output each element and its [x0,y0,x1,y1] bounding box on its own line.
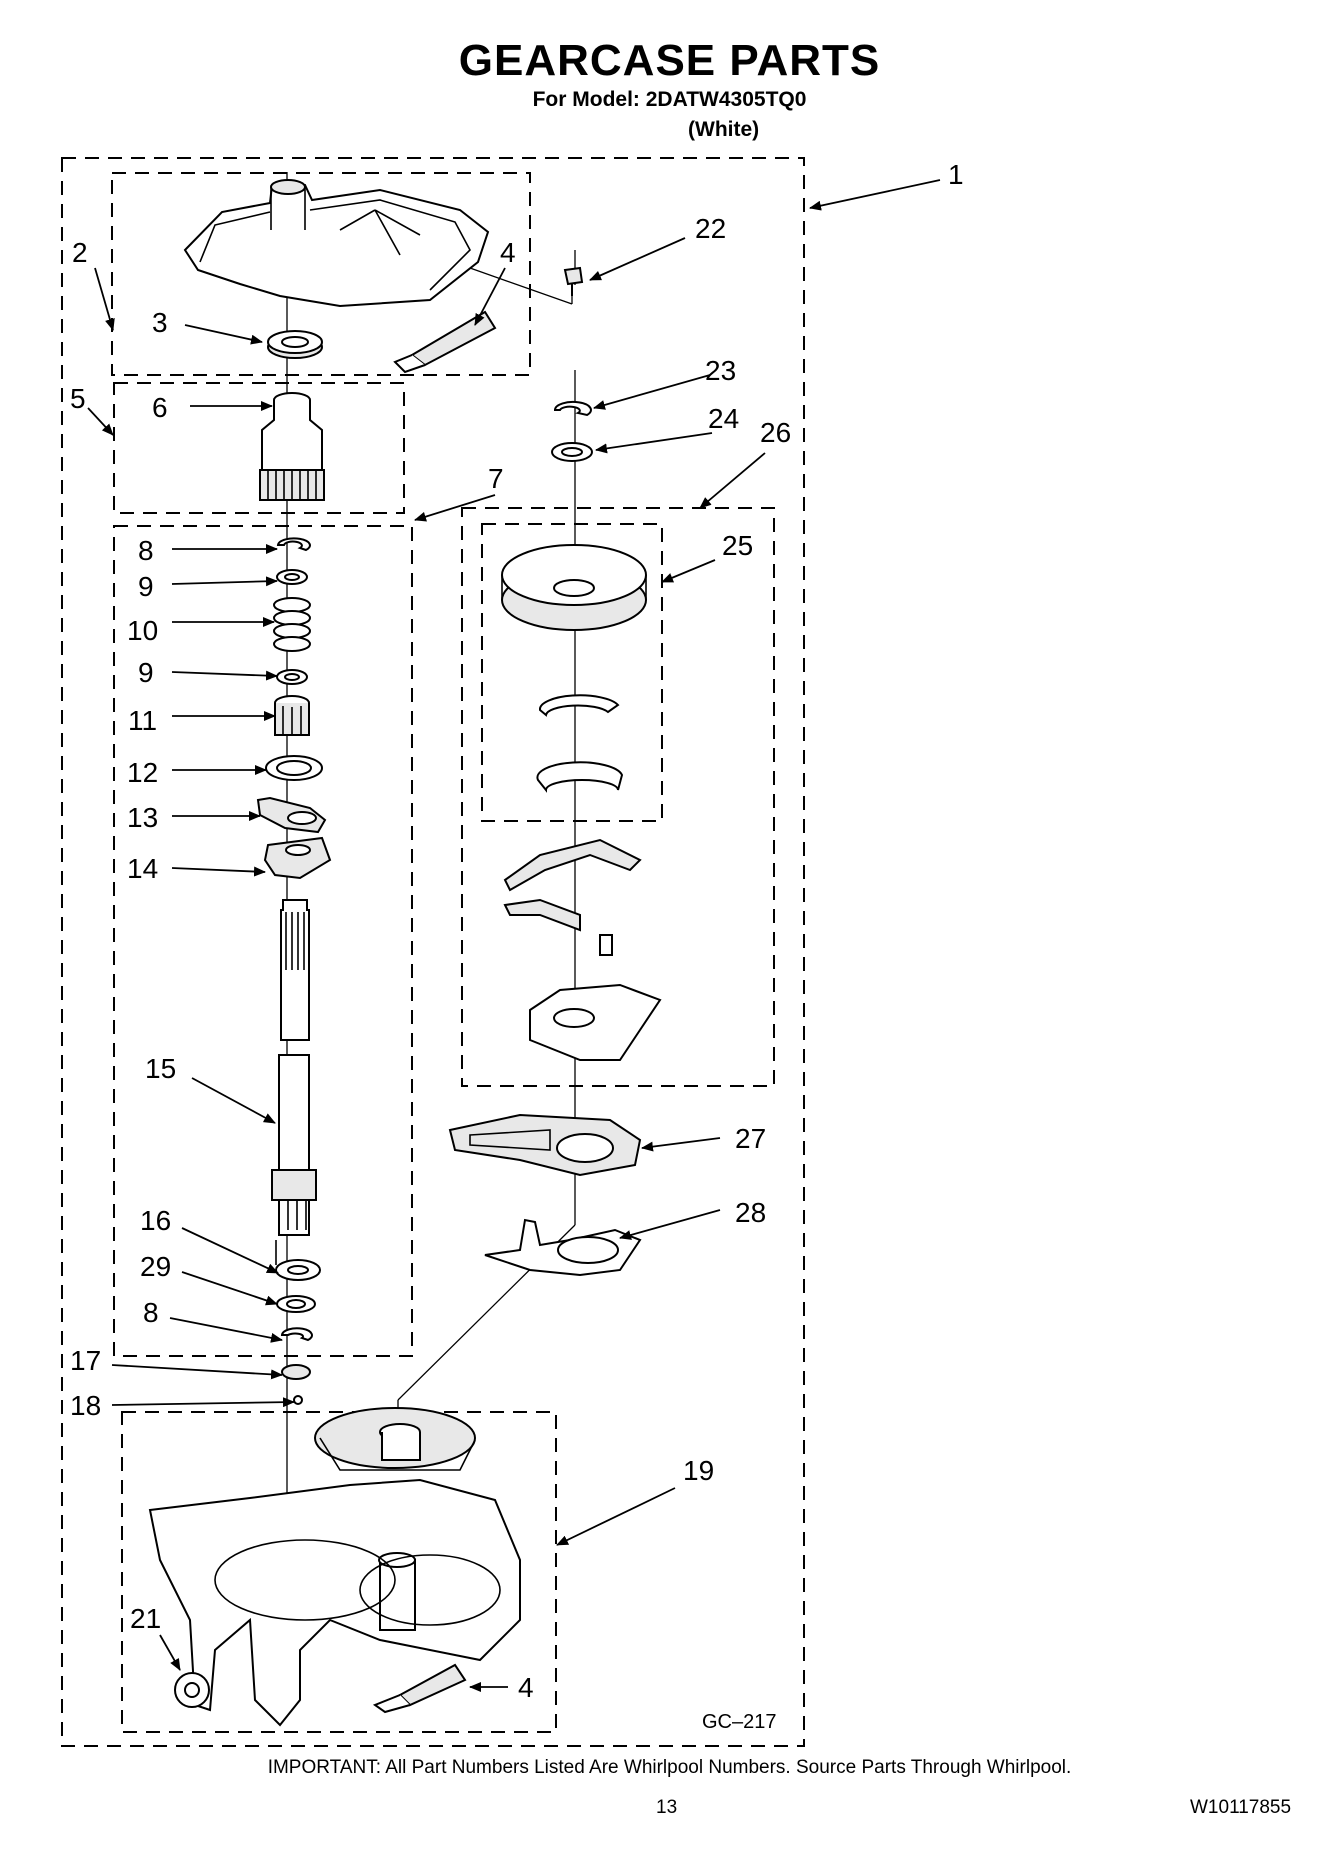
callout-3: 3 [152,307,168,338]
callout-8: 8 [138,535,154,566]
callout-28: 28 [735,1197,766,1228]
callout-7: 7 [488,463,504,494]
pinion-assembly-outline [113,382,405,514]
callout-8b: 8 [143,1297,159,1328]
shaft-assembly-outline [113,525,413,1357]
model-line: For Model: 2DATW4305TQ0 [532,88,807,111]
callout-15: 15 [145,1053,176,1084]
document-number: W10117855 [1190,1797,1292,1818]
shift-lever-part [448,1113,642,1177]
washer-part [551,442,593,462]
callout-5: 5 [70,383,86,414]
thrust-washer-part [265,755,323,781]
cover-assembly-outline [111,172,531,376]
callout-10: 10 [127,615,158,646]
grease-tube-part [372,1663,467,1714]
mounting-plate-part [529,983,662,1061]
callout-12: 12 [127,757,158,788]
callout-22: 22 [695,213,726,244]
callout-1: 1 [948,159,964,190]
washer-part [276,669,308,685]
callout-4b: 4 [518,1672,534,1703]
gear-cam-assembly-outline [461,507,775,1087]
cam-lever-part [503,838,642,956]
washer-part [276,569,308,585]
callout-14: 14 [127,853,158,884]
callout-21: 21 [130,1603,161,1634]
page-number: 13 [656,1797,678,1818]
housing-seal-part [174,1672,210,1708]
callout-23: 23 [705,355,736,386]
callout-9b: 9 [138,657,154,688]
drive-gear-assembly-outline [481,523,663,822]
drive-gear-part [501,544,647,631]
housing-assembly-outline [121,1411,557,1733]
screw-part [563,266,584,296]
spring-part [273,597,311,652]
callout-24: 24 [708,403,739,434]
ball-part [293,1395,303,1405]
washer-part [276,1295,316,1313]
gear-housing-part [148,1407,521,1727]
callout-25: 25 [722,530,753,561]
retaining-ring-part [553,400,592,417]
callout-19: 19 [683,1455,714,1486]
agitate-shaft-part [271,899,317,1236]
retaining-ring-part [276,537,311,552]
gearcase-cover-part [183,179,490,308]
retaining-ring-part [280,1327,313,1342]
bearing-part [275,1240,321,1281]
gearcase-assembly-outline [61,157,805,1747]
callout-16: 16 [140,1205,171,1236]
callout-17: 17 [70,1345,101,1376]
callout-2: 2 [72,237,88,268]
seal-part [281,1364,311,1380]
callout-6: 6 [152,392,168,423]
figure-code: GC–217 [702,1711,777,1733]
callout-27: 27 [735,1123,766,1154]
pinion-gear-part [259,392,325,501]
callout-13: 13 [127,802,158,833]
brake-clutch-part [536,694,624,793]
callout-18: 18 [70,1390,101,1421]
shift-fork-part [484,1218,642,1277]
callout-26: 26 [760,417,791,448]
grease-tube-part [393,310,497,374]
clutch-gear-part [274,695,310,736]
callout-11: 11 [128,705,157,736]
shifter-part [263,836,332,880]
cam-part [256,796,327,834]
important-note: IMPORTANT: All Part Numbers Listed Are W… [267,1757,1072,1778]
color-line: (White) [688,118,760,141]
seal-part [267,330,323,359]
page-title: GEARCASE PARTS [458,36,881,85]
callout-29: 29 [140,1251,171,1282]
callout-9: 9 [138,571,154,602]
callout-4: 4 [500,237,516,268]
